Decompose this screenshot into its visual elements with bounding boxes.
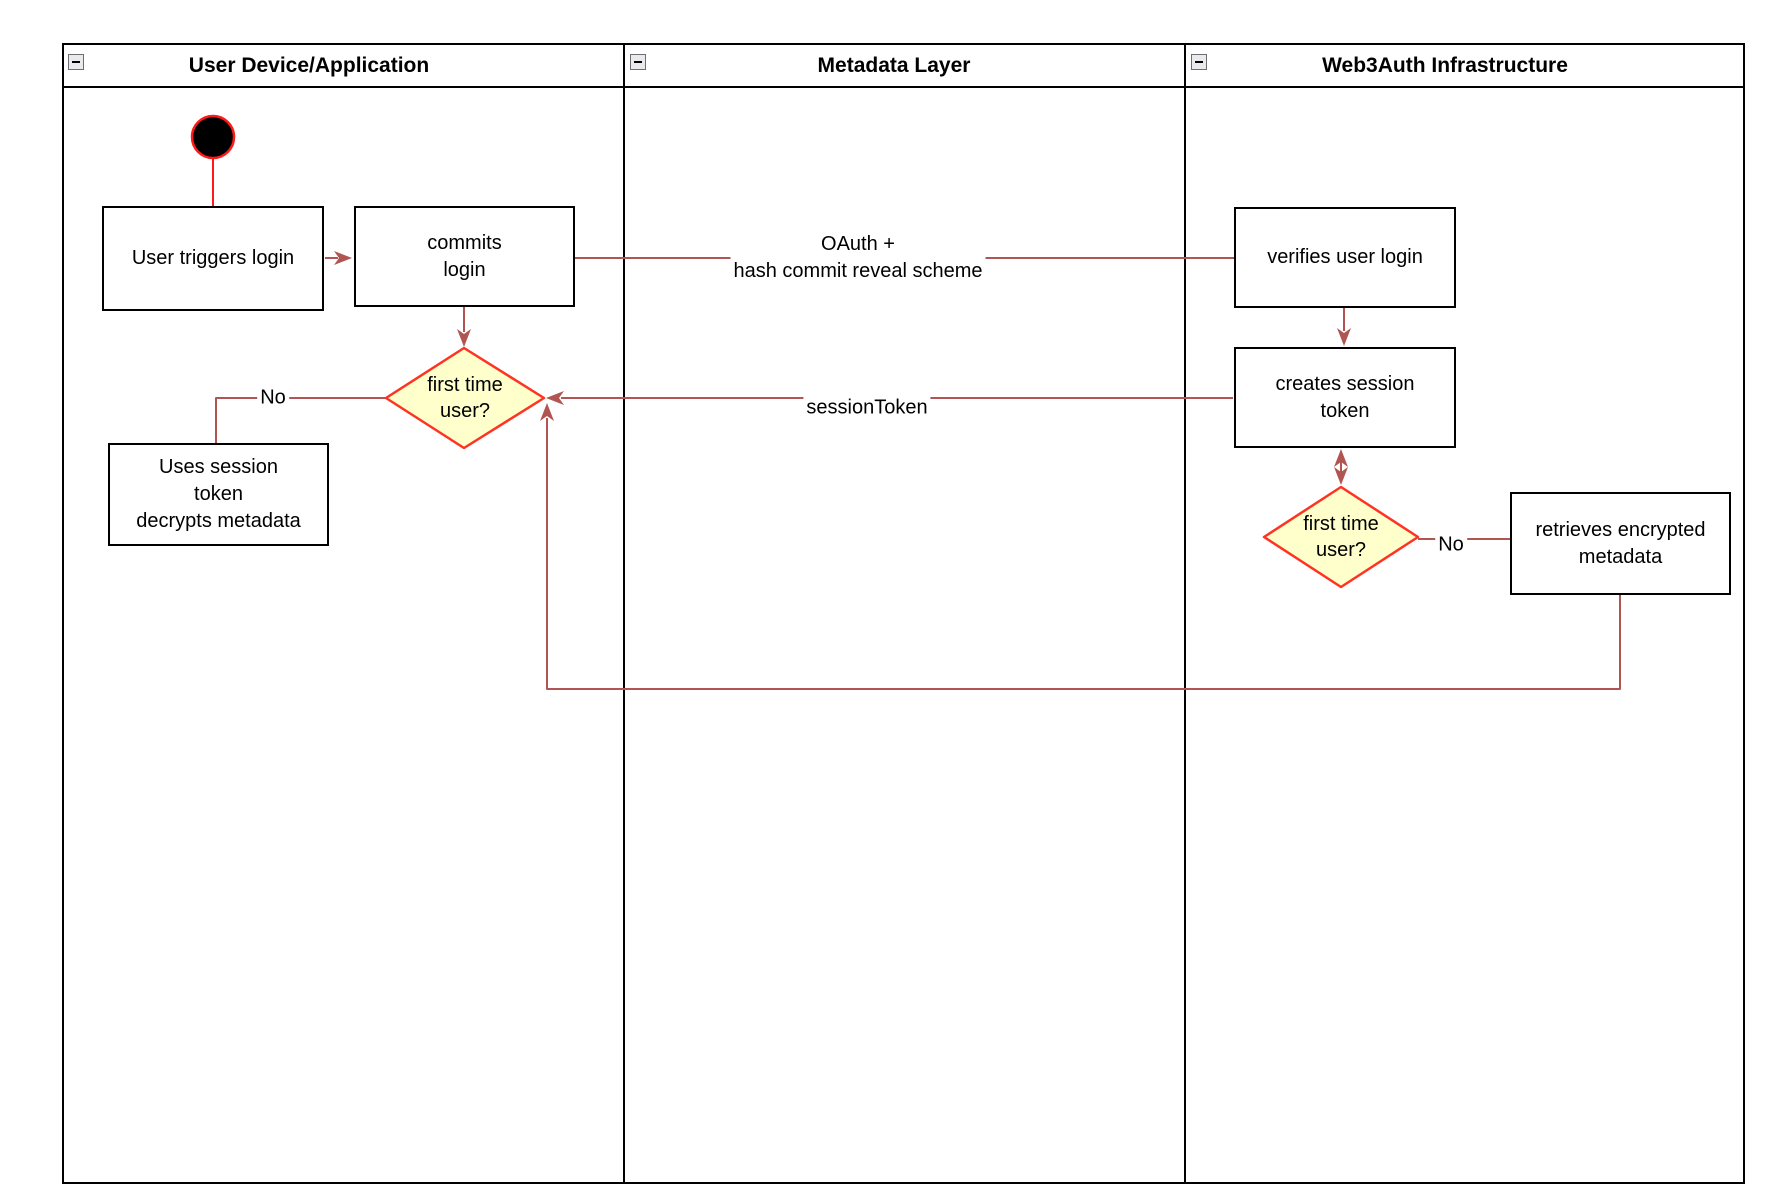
node-uses-session-token[interactable]: Uses session token decrypts metadata [108,443,329,546]
arrowhead-up-icon [1334,449,1348,467]
decision-label-first-time-user-right: first time user? [1303,513,1379,561]
node-creates-session-token[interactable]: creates session token [1234,347,1456,448]
minus-icon [1195,61,1203,63]
collapse-icon[interactable] [68,54,84,70]
minus-icon [72,61,80,63]
decision-first-time-user-right[interactable] [1262,485,1420,589]
lane-title-user-device: User Device/Application [188,54,430,77]
arrowhead-up-icon [540,403,554,421]
collapse-icon[interactable] [630,54,646,70]
arrowhead-down-icon [1337,328,1351,346]
collapse-icon[interactable] [1191,54,1207,70]
node-commits-login[interactable]: commits login [354,206,575,307]
edge-label-no-right: No [1435,531,1467,559]
decision-first-time-user-left[interactable] [384,346,546,450]
node-retrieves-encrypted-metadata[interactable]: retrieves encrypted metadata [1510,492,1731,595]
lane-title-web3auth-infrastructure: Web3Auth Infrastructure [1322,54,1568,77]
lane-divider-2 [1184,43,1186,1184]
arrowhead-right-icon [334,251,352,265]
arrowhead-left-icon [546,391,564,405]
lane-divider-1 [623,43,625,1184]
arrowhead-down-icon [457,329,471,347]
start-node[interactable] [190,114,236,160]
edge-retrieves-feedback [546,418,1621,690]
lane-title-metadata-layer: Metadata Layer [817,54,971,77]
node-verifies-user-login[interactable]: verifies user login [1234,207,1456,308]
decision-label-first-time-user-left: first time user? [427,374,503,422]
minus-icon [634,61,642,63]
header-divider [62,86,1745,88]
edge-label-no-left: No [257,384,289,412]
arrowhead-down-icon [1334,467,1348,485]
edge-label-oauth: OAuth + hash commit reveal scheme [730,231,986,285]
edge-no-left [215,397,386,443]
node-user-triggers-login[interactable]: User triggers login [102,206,324,311]
edge-label-session-token: sessionToken [803,394,931,422]
